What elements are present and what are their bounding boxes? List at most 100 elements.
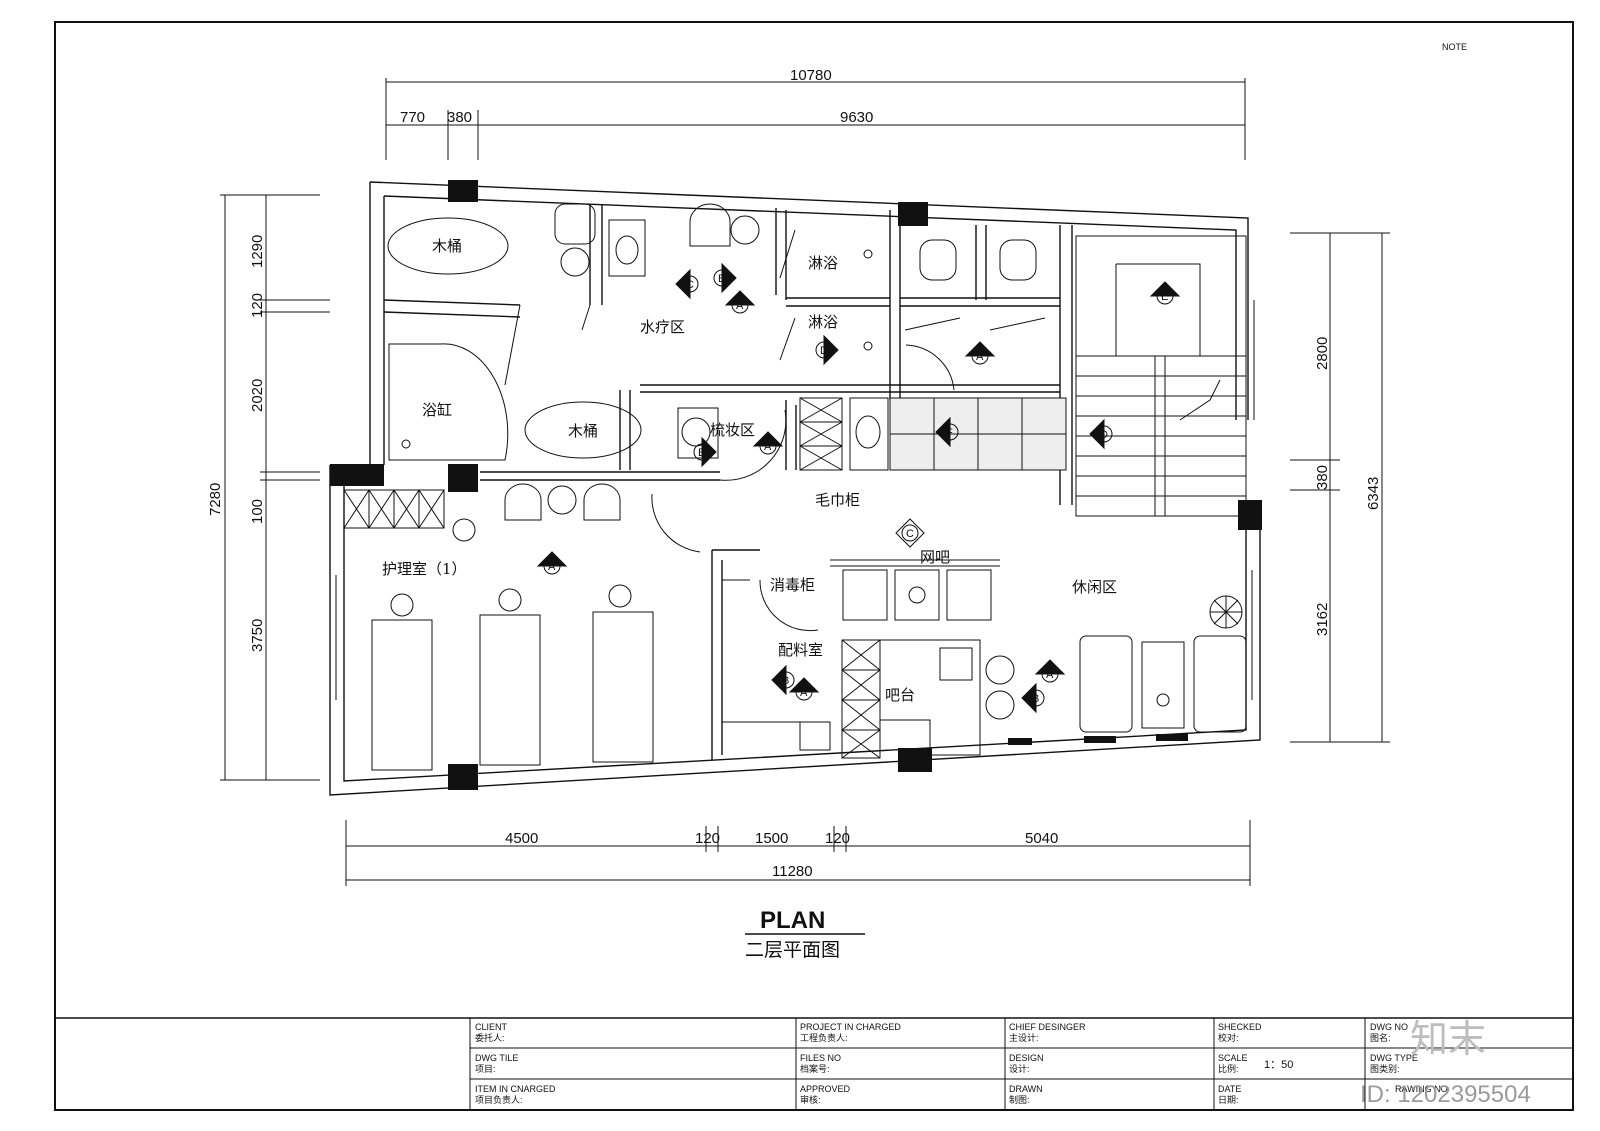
tb-checked-en: SHECKED — [1218, 1022, 1262, 1032]
sink-icon — [939, 647, 973, 681]
dim-bot-total: 11280 — [772, 863, 813, 880]
washbasin-icon — [608, 219, 646, 277]
svg-text:C: C — [906, 528, 914, 540]
tb-item-en: ITEM IN CNARGED — [475, 1084, 556, 1094]
stone-counter — [889, 397, 1067, 471]
svg-text:D: D — [1100, 429, 1108, 441]
marker-B-spa: B — [713, 262, 737, 294]
room-label-bathtub: 浴缸 — [422, 401, 452, 419]
room-label-disinfect: 消毒柜 — [770, 576, 815, 594]
chair-icon — [504, 483, 542, 521]
tb-scale-value: 1：50 — [1264, 1059, 1293, 1071]
dim-left-2020: 2020 — [249, 379, 266, 412]
columns — [330, 180, 1262, 790]
column — [898, 748, 932, 772]
dim-bot-5040: 5040 — [1025, 830, 1058, 847]
dim-left-3750: 3750 — [249, 619, 266, 652]
tb-scale-cn: 比例: — [1218, 1063, 1239, 1074]
tb-dwg-tile-cn: 项目: — [475, 1064, 496, 1074]
room-label-makeup: 梳妆区 — [710, 421, 755, 439]
tb-checked-cn: 校对: — [1218, 1032, 1239, 1043]
svg-text:B: B — [698, 447, 705, 459]
watermark-logo: 知末 — [1410, 1019, 1486, 1061]
room-label-tub2: 木桶 — [568, 422, 598, 440]
plant-icon — [1209, 595, 1243, 629]
tb-scale-en: SCALE — [1218, 1053, 1248, 1063]
svg-text:B: B — [718, 273, 725, 285]
marker-D-stair: D — [1089, 418, 1113, 450]
svg-text:A: A — [764, 441, 772, 453]
marker-E-stair: E — [1149, 281, 1181, 305]
armchair-icon — [946, 569, 992, 621]
dim-left-120: 120 — [249, 293, 266, 318]
vanity-icon — [677, 407, 719, 459]
sink-icon — [849, 397, 889, 471]
marker-C-spa: C — [675, 268, 699, 300]
plan-title: PLAN 二层平面图 — [745, 907, 865, 961]
room-label-spa: 水疗区 — [640, 318, 685, 336]
storage-cabinet — [343, 489, 445, 529]
column — [1084, 736, 1116, 743]
toilet-icon — [999, 239, 1037, 281]
sink-icon — [554, 203, 596, 245]
dim-bot-4500: 4500 — [505, 830, 538, 847]
column — [898, 202, 928, 226]
chair-icon — [583, 483, 621, 521]
stool-icon — [608, 584, 632, 608]
svg-text:A: A — [1046, 669, 1054, 681]
dim-right-380: 380 — [1314, 465, 1331, 490]
dim-bot-120a: 120 — [695, 830, 720, 847]
dim-top-total: 10780 — [790, 67, 832, 84]
tb-date-en: DATE — [1218, 1084, 1241, 1094]
marker-D-shower: D — [815, 334, 839, 366]
dim-bot-1500: 1500 — [755, 830, 788, 847]
sofa-icon — [1079, 635, 1133, 733]
tb-dwg-type-en: DWG TYPE — [1370, 1053, 1418, 1063]
marker-A-spa: A — [724, 290, 756, 314]
stool-icon — [498, 588, 522, 612]
tb-date-cn: 日期: — [1218, 1095, 1239, 1105]
marker-A-care: A — [536, 551, 568, 575]
tb-files-en: FILES NO — [800, 1053, 841, 1063]
towel-cabinet-icon — [799, 397, 843, 471]
tb-dwg-tile-en: DWG TILE — [475, 1053, 518, 1063]
tb-client-cn: 委托人: — [475, 1032, 505, 1043]
column — [1008, 738, 1032, 745]
dim-left-total: 7280 — [207, 483, 224, 516]
tb-dwg-no-en: DWG NO — [1370, 1022, 1408, 1032]
marker-A-leisure: A — [1034, 659, 1066, 683]
room-label-tub1: 木桶 — [432, 237, 462, 255]
column — [1238, 500, 1262, 530]
sink-icon — [799, 721, 831, 751]
room-label-prep: 配料室 — [778, 641, 823, 659]
dimensions-top: 10780 770 380 9630 — [385, 67, 1246, 160]
marker-A-prep: A — [788, 677, 820, 701]
tb-approved-cn: 审核: — [800, 1094, 821, 1105]
tb-dwg-no-cn: 图名: — [1370, 1032, 1391, 1043]
tb-client-en: CLIENT — [475, 1022, 508, 1032]
room-label-towel: 毛巾柜 — [815, 491, 860, 509]
column — [448, 464, 478, 492]
svg-text:A: A — [976, 351, 984, 363]
dim-right-3162: 3162 — [1314, 603, 1331, 636]
bar-stool-icon — [985, 655, 1015, 685]
room-label-shower2: 淋浴 — [808, 313, 838, 331]
room-label-net: 网吧 — [920, 548, 950, 566]
basin-icon — [615, 235, 639, 265]
tb-dwg-type-cn: 图类别: — [1370, 1063, 1400, 1074]
svg-text:A: A — [736, 300, 744, 312]
basin-icon — [560, 247, 590, 277]
dim-right-total: 6343 — [1365, 477, 1382, 510]
stool-icon — [452, 518, 476, 542]
svg-text:D: D — [820, 345, 828, 357]
dimensions-bottom: 4500 120 1500 120 5040 11280 — [345, 820, 1251, 886]
dim-left-100: 100 — [249, 499, 266, 524]
room-label-care: 护理室（1） — [382, 560, 467, 578]
column — [330, 464, 384, 486]
room-label-bar: 吧台 — [885, 686, 915, 704]
tb-approved-en: APPROVED — [800, 1084, 851, 1094]
dim-bot-120b: 120 — [825, 830, 850, 847]
dim-top-770: 770 — [400, 109, 425, 126]
tb-files-cn: 档案号: — [800, 1063, 830, 1074]
